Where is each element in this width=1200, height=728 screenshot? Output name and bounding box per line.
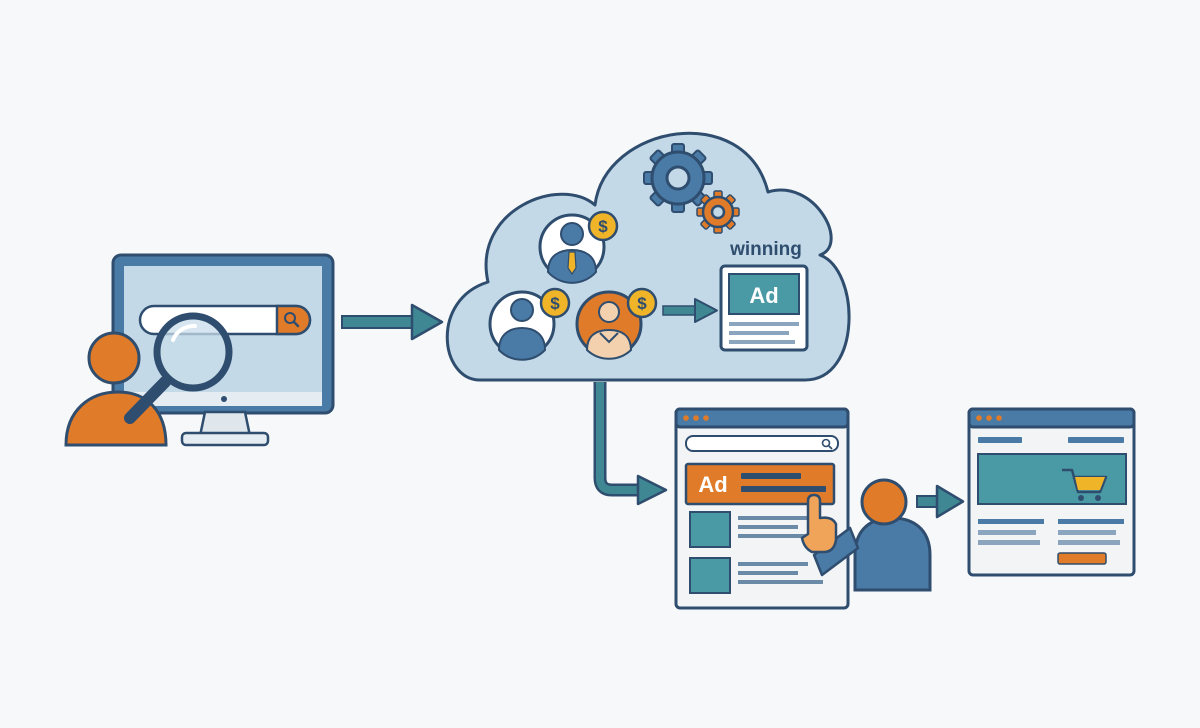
bid-coin-icon: $ (539, 287, 571, 319)
bid-coin-icon: $ (587, 210, 619, 242)
bid-coin-icon: $ (626, 287, 658, 319)
magnifying-glass-icon (124, 312, 233, 424)
winning-ad-card: Ad (719, 264, 809, 352)
sponsored-ad-result: Ad (684, 462, 836, 506)
search-icon (284, 312, 300, 328)
sponsored-ad-text: Ad (698, 472, 727, 497)
coin-symbol: $ (550, 294, 560, 313)
pointing-hand-icon (800, 493, 838, 554)
gears-icon (643, 143, 740, 234)
winning-label: winning (729, 239, 802, 260)
search-icon (821, 438, 833, 450)
winning-ad-text: Ad (749, 283, 778, 308)
user-bidder-icon (488, 290, 556, 361)
businessman-bidder-icon (538, 213, 606, 284)
clicking-user-icon (812, 478, 932, 592)
organic-results (689, 511, 823, 594)
coin-symbol: $ (598, 217, 608, 236)
coin-symbol: $ (637, 294, 647, 313)
arrow-to-winning-ad (662, 298, 718, 323)
buy-button (1057, 552, 1107, 565)
arrow-search-to-auction (341, 303, 444, 341)
arrow-auction-to-results (593, 382, 668, 506)
user-bidder-orange-icon (575, 290, 643, 360)
landing-page-browser-window (967, 407, 1136, 577)
shopping-cart-icon (1062, 468, 1108, 501)
arrow-click-to-landing (916, 484, 965, 519)
